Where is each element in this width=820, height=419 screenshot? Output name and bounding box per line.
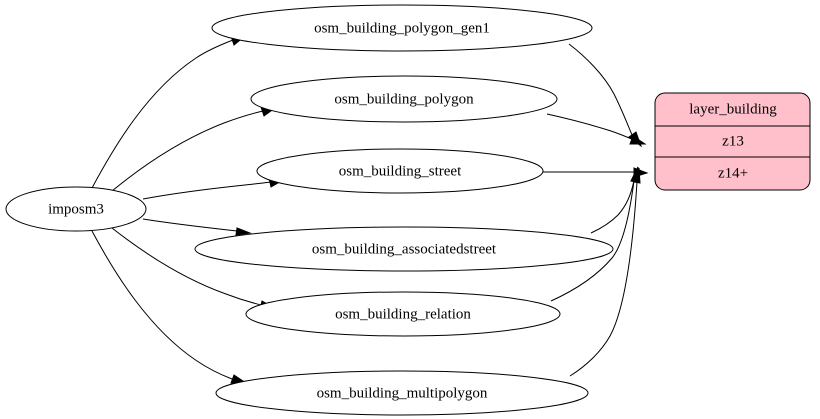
edge-osm-building-relation-to-layer-building-z14 [550, 166, 639, 302]
node-osm-building-relation-label: osm_building_relation [335, 306, 471, 322]
edge-group-tables-to-layer [543, 43, 649, 377]
node-osm-building-multipolygon-label: osm_building_multipolygon [317, 385, 488, 401]
edge-osm-building-polygon-to-layer-building-z13 [546, 113, 647, 145]
edge-osm-building-street-to-layer-building-z14 [543, 167, 649, 178]
edge-imposm3-to-osm-building-associatedstreet [142, 218, 252, 236]
node-osm-building-street-label: osm_building_street [339, 163, 462, 179]
node-osm-building-polygon-shape[interactable] [250, 75, 558, 123]
node-imposm3[interactable]: imposm3 [5, 186, 147, 232]
edge-imposm3-to-osm-building-polygon-gen1 [91, 35, 247, 189]
node-osm-building-associatedstreet[interactable]: osm_building_associatedstreet [194, 226, 614, 272]
node-layer-building-row-z13: z13 [722, 133, 744, 149]
edge-imposm3-to-osm-building-street [142, 177, 285, 200]
node-osm-building-polygon[interactable]: osm_building_polygon [250, 75, 558, 123]
node-imposm3-shape[interactable] [5, 186, 147, 232]
node-osm-building-polygon-gen1[interactable]: osm_building_polygon_gen1 [211, 4, 593, 52]
node-osm-building-polygon-label: osm_building_polygon [334, 91, 474, 107]
node-osm-building-multipolygon-shape[interactable] [215, 370, 589, 416]
node-osm-building-relation-shape[interactable] [245, 291, 561, 337]
node-layer-building-row-z14: z14+ [718, 165, 748, 181]
node-osm-building-associatedstreet-shape[interactable] [194, 226, 614, 272]
node-layer-building[interactable]: layer_building z13 z14+ [654, 92, 811, 191]
node-layer-building-shape[interactable] [654, 92, 811, 191]
node-osm-building-polygon-gen1-label: osm_building_polygon_gen1 [314, 20, 490, 36]
node-osm-building-polygon-gen1-shape[interactable] [211, 4, 593, 52]
node-osm-building-associatedstreet-label: osm_building_associatedstreet [312, 241, 497, 257]
node-osm-building-street[interactable]: osm_building_street [256, 148, 544, 194]
node-osm-building-relation[interactable]: osm_building_relation [245, 291, 561, 337]
edge-osm-building-multipolygon-to-layer-building-z14 [569, 167, 641, 377]
node-imposm3-label: imposm3 [48, 201, 104, 217]
node-osm-building-multipolygon[interactable]: osm_building_multipolygon [215, 370, 589, 416]
edge-imposm3-to-osm-building-polygon [111, 106, 277, 192]
node-osm-building-street-shape[interactable] [256, 148, 544, 194]
node-layer-building-row-title: layer_building [689, 101, 777, 117]
edge-osm-building-polygon-gen1-to-layer-building-z13 [568, 43, 643, 148]
